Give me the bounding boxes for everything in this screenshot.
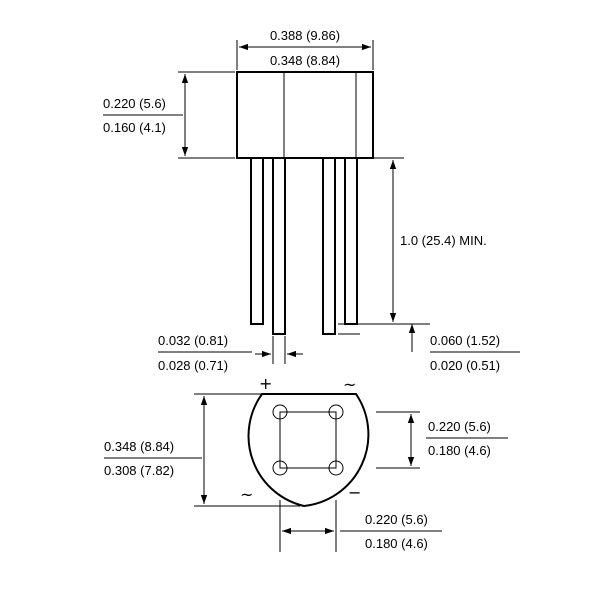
lead-stagger-dimension: 0.060 (1.52) 0.020 (0.51) — [338, 323, 520, 373]
pin-spacing-vertical-max-label: 0.220 (5.6) — [428, 419, 491, 434]
body-width-min-label: 0.348 (8.84) — [270, 53, 340, 68]
body-height-max-label: 0.220 (5.6) — [103, 96, 166, 111]
lead-1 — [250, 157, 264, 325]
lead-width-dimension: 0.032 (0.81) 0.028 (0.71) — [158, 333, 303, 373]
package-body-side-view — [236, 71, 374, 159]
lead-4 — [344, 157, 358, 325]
pin-spacing-horizontal-min-label: 0.180 (4.6) — [365, 536, 428, 551]
body-height-dimension: 0.220 (5.6) 0.160 (4.1) — [103, 71, 235, 159]
pin-outline-square — [279, 411, 337, 469]
ac-terminal-symbol-top: ~ — [343, 375, 356, 394]
lead-2 — [272, 157, 286, 335]
pin-spacing-horizontal-dimension: 0.220 (5.6) 0.180 (4.6) — [279, 500, 442, 552]
bottom-diameter-max-label: 0.348 (8.84) — [104, 439, 174, 454]
lead-width-max-label: 0.032 (0.81) — [158, 333, 228, 348]
lead-stagger-min-label: 0.020 (0.51) — [430, 358, 500, 373]
bottom-diameter-dimension: 0.348 (8.84) 0.308 (7.82) — [104, 393, 300, 507]
pin-top-left — [272, 404, 288, 420]
lead-stagger-max-label: 0.060 (1.52) — [430, 333, 500, 348]
body-height-min-label: 0.160 (4.1) — [103, 120, 166, 135]
body-width-max-label: 0.388 (9.86) — [270, 28, 340, 43]
body-width-dimension: 0.388 (9.86) 0.348 (8.84) — [236, 28, 374, 70]
lead-length-dimension: 1.0 (25.4) MIN. — [360, 157, 487, 325]
leads — [250, 157, 358, 335]
pin-spacing-vertical-dimension: 0.220 (5.6) 0.180 (4.6) — [376, 411, 508, 469]
package-bottom-view: + ~ ~ − — [240, 374, 370, 508]
pin-top-right — [328, 404, 344, 420]
pin-spacing-horizontal-max-label: 0.220 (5.6) — [365, 512, 428, 527]
pin-spacing-vertical-min-label: 0.180 (4.6) — [428, 443, 491, 458]
ac-terminal-symbol-bottom: ~ — [240, 485, 253, 504]
negative-terminal-symbol: − — [348, 483, 361, 502]
pin-bottom-left — [272, 460, 288, 476]
pin-bottom-right — [328, 460, 344, 476]
lead-width-min-label: 0.028 (0.71) — [158, 358, 228, 373]
lead-3 — [322, 157, 336, 335]
positive-terminal-symbol: + — [259, 374, 272, 393]
bottom-diameter-min-label: 0.308 (7.82) — [104, 463, 174, 478]
lead-length-label: 1.0 (25.4) MIN. — [400, 233, 487, 248]
